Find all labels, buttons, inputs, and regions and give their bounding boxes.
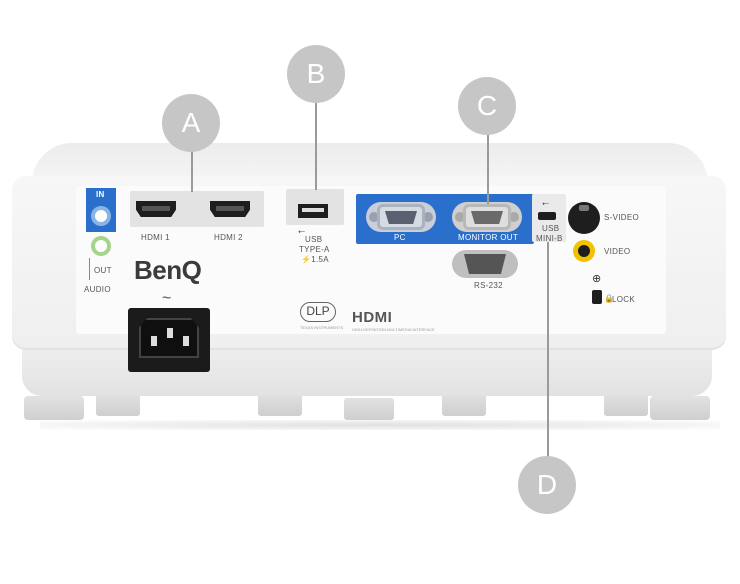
rs232-label: RS-232 <box>474 281 503 290</box>
left-foot <box>24 396 84 420</box>
usb-mini-label-2: MINI-B <box>536 234 563 243</box>
audio-divider <box>89 258 90 280</box>
rear-foot-3 <box>344 398 394 420</box>
dlp-logo: DLP <box>300 302 336 322</box>
hdmi-sub-label: HIGH-DEFINITION MULTIMEDIA INTERFACE <box>352 327 435 332</box>
audio-label: AUDIO <box>84 285 111 294</box>
usb-a-label-2: TYPE-A <box>299 245 330 254</box>
hdmi-logo: HDMI <box>352 309 393 326</box>
power-socket[interactable] <box>128 308 210 372</box>
lock-icon: 🔒 <box>604 294 615 303</box>
callout-d: D <box>518 456 576 514</box>
rear-foot-5 <box>604 392 648 416</box>
callout-b-line <box>315 102 317 190</box>
floor-shadow <box>40 420 720 430</box>
monitor-screw-left <box>455 212 465 222</box>
audio-in-jack <box>91 206 111 226</box>
callout-b: B <box>287 45 345 103</box>
callout-c-line <box>487 134 489 204</box>
callout-a-line <box>191 150 193 192</box>
usb-mini-trident-icon: ⭠ <box>542 198 550 208</box>
audio-in-label: IN <box>96 190 105 199</box>
rear-foot-4 <box>442 392 486 416</box>
usb-a-port[interactable] <box>298 204 328 218</box>
callout-d-line <box>547 242 549 458</box>
rs232-port[interactable] <box>452 250 518 278</box>
hdmi2-port[interactable] <box>210 201 250 217</box>
usb-a-label-1: USB <box>305 235 323 244</box>
hdmi1-port[interactable] <box>136 201 176 217</box>
kensington-lock-slot[interactable] <box>592 290 602 304</box>
usb-trident-icon: ⭠ <box>298 226 306 236</box>
svideo-label: S-VIDEO <box>604 213 639 222</box>
rear-foot-1 <box>96 392 140 416</box>
video-label: VIDEO <box>604 247 631 256</box>
hdmi2-label: HDMI 2 <box>214 233 243 242</box>
monitor-out-label: MONITOR OUT <box>458 233 519 242</box>
callout-c: C <box>458 77 516 135</box>
hdmi1-label: HDMI 1 <box>141 233 170 242</box>
benq-logo: BenQ <box>134 255 202 285</box>
monitor-out-port[interactable] <box>463 204 511 230</box>
pc-screw-left <box>369 212 379 222</box>
callout-a: A <box>162 94 220 152</box>
power-tilde-icon: ~ <box>162 290 172 307</box>
ground-icon: ⊕ <box>592 273 602 285</box>
svideo-port[interactable] <box>568 202 600 234</box>
audio-out-label: OUT <box>94 266 112 275</box>
pc-port[interactable] <box>377 204 425 230</box>
audio-out-jack <box>91 236 111 256</box>
dlp-sub-label: TEXAS INSTRUMENTS <box>300 325 344 330</box>
usb-mini-label-1: USB <box>542 224 560 233</box>
video-port[interactable] <box>573 240 595 262</box>
usb-mini-port[interactable] <box>538 212 556 220</box>
usb-a-label-3: ⚡1.5A <box>301 255 329 264</box>
pc-label: PC <box>394 233 406 242</box>
rear-foot-2 <box>258 392 302 416</box>
monitor-screw-right <box>509 212 519 222</box>
pc-screw-right <box>423 212 433 222</box>
right-foot <box>650 396 710 420</box>
lock-label: LOCK <box>612 295 635 304</box>
